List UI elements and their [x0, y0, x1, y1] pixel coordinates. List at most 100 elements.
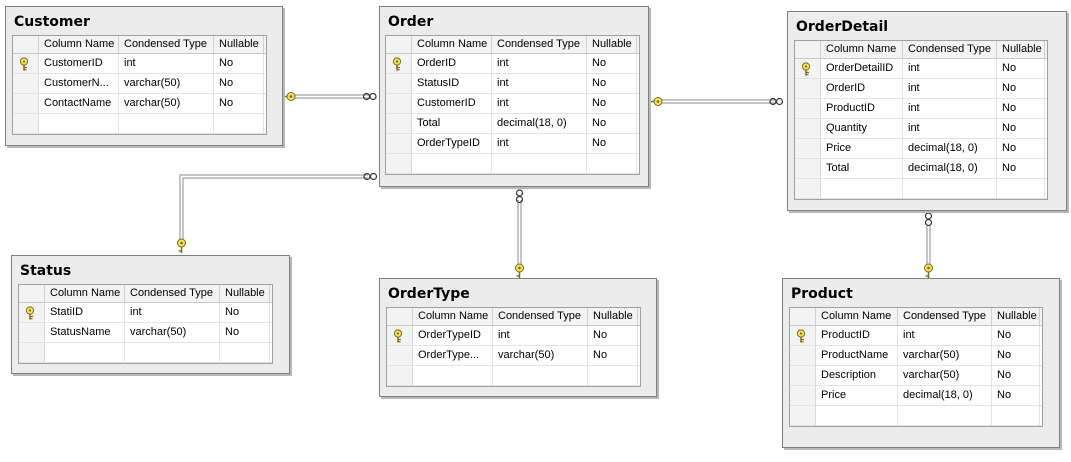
header-condensed-type: Condensed Type [125, 285, 220, 302]
row-selector [790, 346, 816, 365]
empty-new-row[interactable] [386, 154, 639, 174]
column-name: ProductName [816, 346, 898, 365]
row-selector [13, 114, 39, 133]
header-condensed-type: Condensed Type [898, 308, 992, 325]
column-type: varchar(50) [119, 74, 214, 93]
header-nullable: Nullable [214, 36, 264, 53]
column-name: OrderDetailID [821, 59, 903, 78]
column-type: varchar(50) [125, 323, 220, 342]
header-nullable: Nullable [587, 36, 637, 53]
relationship-orderdetail-product[interactable] [926, 225, 931, 266]
row-selector [386, 54, 412, 73]
column-type: decimal(18, 0) [903, 159, 997, 178]
column-type: varchar(50) [898, 366, 992, 385]
column-name: CustomerID [39, 54, 119, 73]
column-type: int [898, 326, 992, 345]
column-name: Price [821, 139, 903, 158]
column-name: Total [821, 159, 903, 178]
relationship-order-status[interactable] [179, 174, 368, 240]
primary-key-icon [393, 329, 405, 345]
column-type: int [903, 119, 997, 138]
relationship-order-ordertype[interactable] [517, 200, 522, 266]
row-selector [795, 179, 821, 198]
empty-cell [903, 179, 997, 198]
infinity-icon [769, 97, 784, 106]
column-name: OrderID [412, 54, 492, 73]
row-selector [386, 114, 412, 133]
empty-cell [45, 343, 125, 362]
row-selector [19, 343, 45, 362]
header-column-name: Column Name [816, 308, 898, 325]
column-row[interactable]: OrderType...varchar(50)No [387, 346, 640, 366]
row-selector [790, 386, 816, 405]
header-condensed-type: Condensed Type [493, 308, 588, 325]
row-selector [386, 94, 412, 113]
primary-key-icon [392, 57, 404, 73]
empty-new-row[interactable] [795, 179, 1047, 199]
empty-new-row[interactable] [19, 343, 272, 363]
column-name: OrderTypeID [412, 134, 492, 153]
column-type: int [119, 54, 214, 73]
column-type: decimal(18, 0) [492, 114, 587, 133]
relationship-order-orderdetail[interactable] [660, 99, 776, 104]
column-type: int [903, 59, 997, 78]
empty-cell [125, 343, 220, 362]
empty-new-row[interactable] [790, 406, 1042, 426]
header-nullable: Nullable [997, 41, 1045, 58]
empty-new-row[interactable] [13, 114, 266, 134]
column-name: OrderType... [413, 346, 493, 365]
column-type: int [493, 326, 588, 345]
relationship-customer-order[interactable] [292, 94, 370, 99]
column-nullable: No [992, 366, 1040, 385]
infinity-icon [924, 212, 933, 227]
empty-cell [119, 114, 214, 133]
column-nullable: No [220, 323, 270, 342]
empty-cell [39, 114, 119, 133]
row-selector-header [386, 36, 412, 53]
row-selector [795, 79, 821, 98]
row-selector [795, 99, 821, 118]
table-title: Customer [14, 14, 90, 30]
empty-cell [992, 406, 1040, 425]
key-icon [648, 97, 663, 106]
primary-key-icon [801, 62, 813, 78]
table-title: Product [791, 286, 853, 302]
column-row[interactable]: CustomerN...varchar(50)No [13, 74, 266, 94]
empty-cell [412, 154, 492, 173]
column-nullable: No [997, 159, 1045, 178]
header-column-name: Column Name [413, 308, 493, 325]
empty-new-row[interactable] [387, 366, 640, 386]
row-selector [386, 134, 412, 153]
infinity-icon [363, 172, 378, 181]
row-selector [387, 346, 413, 365]
